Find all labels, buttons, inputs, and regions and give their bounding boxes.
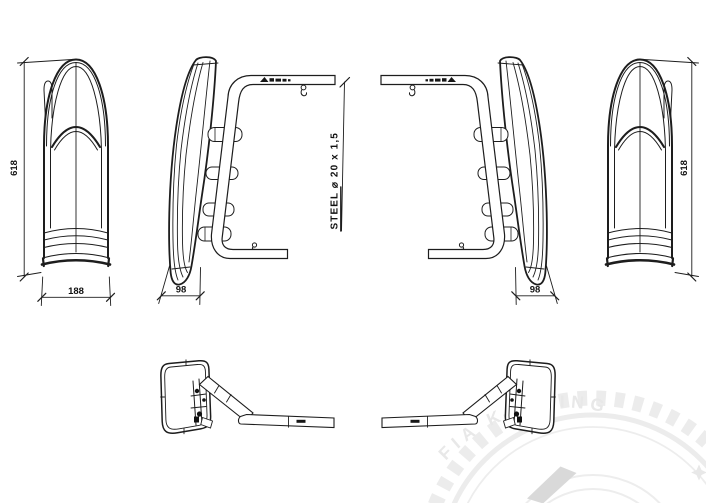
material-note-leader	[339, 76, 351, 232]
front-view	[40, 58, 112, 268]
wire-clip-top	[300, 84, 308, 97]
horizontal-tube	[237, 413, 335, 429]
material-note: STEEL ⌀ 20 x 1,5	[330, 132, 341, 229]
watermark-star-icon	[691, 464, 706, 481]
dimension-height-left: 618	[9, 160, 20, 176]
dimension-width: 188	[68, 286, 84, 297]
watermark-accent-band	[527, 466, 577, 503]
dimension-height-right: 618	[679, 160, 690, 176]
emblem-ring-outer	[525, 474, 661, 503]
plan-view-mirrored	[381, 359, 557, 435]
emblem-ring-inner	[546, 488, 640, 503]
bracket-cluster-top	[190, 378, 207, 426]
gear-inner-line	[466, 426, 706, 503]
tube-marking	[260, 77, 291, 82]
dimension-98-lines	[156, 265, 205, 305]
front-view-mirrored	[604, 58, 676, 268]
plan-view	[160, 359, 335, 435]
dimension-618-lines	[17, 56, 73, 282]
gear-band	[451, 412, 706, 503]
wire-clip-bottom	[251, 242, 258, 250]
fia-karting-watermark: FIA KARTING	[427, 390, 706, 503]
dimension-depth-right: 98	[530, 285, 541, 296]
tube-marking-top	[296, 419, 306, 423]
dimension-188-lines	[37, 276, 116, 306]
side-view-with-frame	[168, 56, 336, 286]
steel-tube-frame	[210, 74, 336, 260]
outer-shell	[43, 58, 109, 259]
side-view-mirrored	[380, 56, 548, 286]
bottom-lip	[40, 259, 112, 266]
dimension-depth-left: 98	[176, 285, 187, 296]
